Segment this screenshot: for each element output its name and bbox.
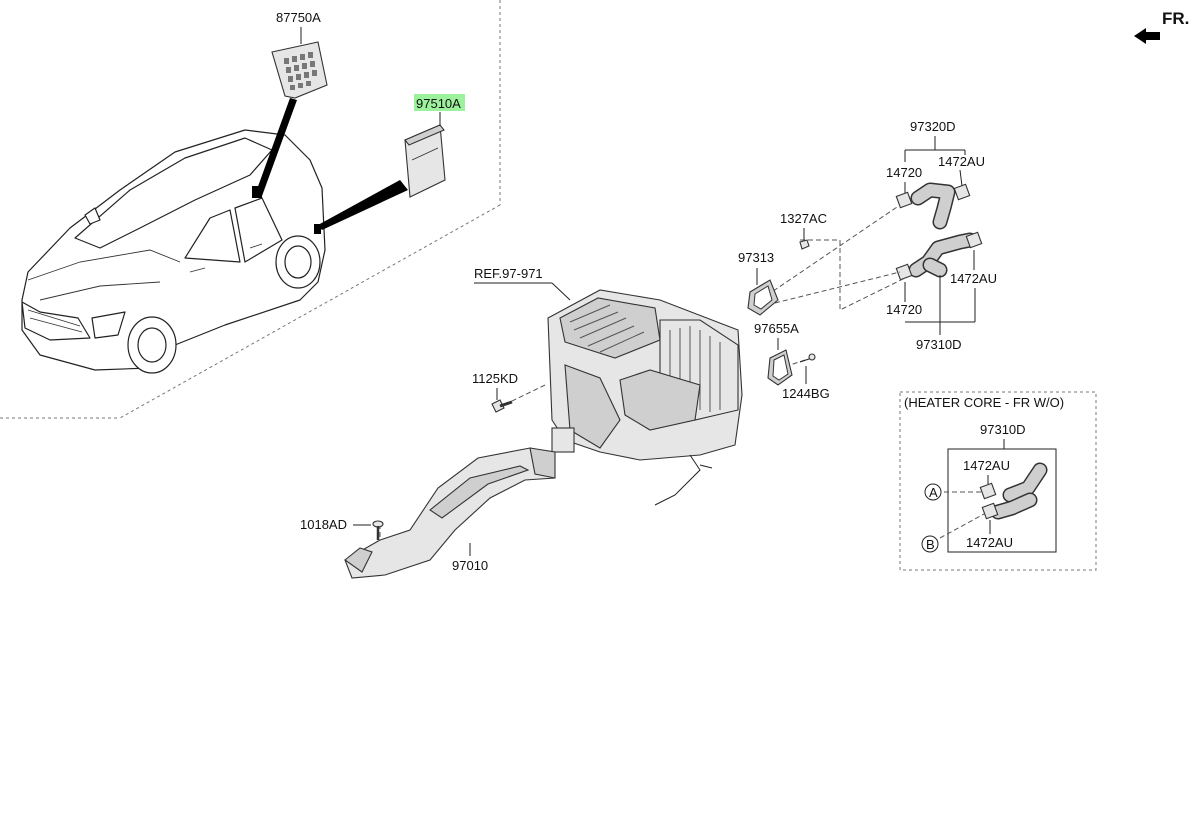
label-1472AU-lower: 1472AU (950, 271, 997, 286)
label-97320D: 97320D (910, 119, 956, 134)
label-1327AC: 1327AC (780, 211, 827, 226)
part-97313: 97313 (738, 250, 779, 316)
hvac-unit: REF.97-971 (474, 266, 743, 506)
label-1472AU-upper: 1472AU (938, 154, 985, 169)
label-97310D: 97310D (916, 337, 962, 352)
callout-B (921, 535, 939, 553)
highlight-97510A (414, 94, 465, 111)
direction-marker: FR. (1134, 9, 1189, 44)
arrow-left-icon (1134, 28, 1160, 44)
vehicle-illustration (21, 129, 326, 374)
callout-A-label: A (929, 485, 938, 500)
inset-heater-core: (HEATER CORE - FR W/O) 97310D 1472AU 147… (899, 391, 1097, 571)
label-97510A: 97510A (416, 96, 461, 111)
label-87750A: 87750A (276, 10, 321, 25)
inset-title: (HEATER CORE - FR W/O) (904, 395, 1064, 410)
part-1125KD: 1125KD (472, 371, 518, 413)
label-14720-lower: 14720 (886, 302, 922, 317)
part-1327AC: 1327AC (780, 211, 827, 250)
vehicle-region-border (0, 0, 501, 419)
label-1244BG: 1244BG (782, 386, 830, 401)
part-87750A: 87750A (271, 10, 328, 99)
label-REF: REF.97-971 (474, 266, 543, 281)
inset-label-97310D: 97310D (980, 422, 1026, 437)
part-97655A: 97655A (754, 321, 799, 386)
callout-A (924, 483, 942, 501)
inset-label-1472AU-bottom: 1472AU (966, 535, 1013, 550)
callout-B-label: B (926, 537, 935, 552)
inset-label-1472AU-top: 1472AU (963, 458, 1010, 473)
part-97310D-group: 1472AU 14720 97310D (886, 231, 997, 352)
part-97510A: 97510A (404, 94, 465, 198)
part-97010: 97010 (344, 447, 556, 579)
label-14720-upper: 14720 (886, 165, 922, 180)
direction-label: FR. (1162, 9, 1189, 28)
label-97655A: 97655A (754, 321, 799, 336)
label-97313: 97313 (738, 250, 774, 265)
part-97320D-group: 97320D 14720 1472AU (886, 119, 985, 230)
part-1018AD: 1018AD (300, 517, 384, 540)
label-97010: 97010 (452, 558, 488, 573)
vehicle-pointers (252, 98, 408, 234)
label-1125KD: 1125KD (472, 371, 518, 386)
part-1244BG: 1244BG (782, 353, 830, 401)
label-1018AD: 1018AD (300, 517, 347, 532)
